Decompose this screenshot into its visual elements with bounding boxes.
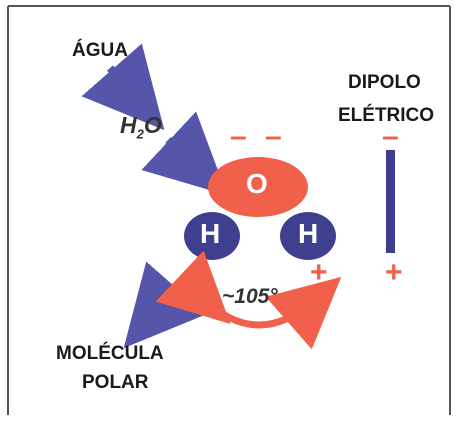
label-angle: ~105° [222, 285, 278, 308]
label-agua: ÁGUA [72, 40, 128, 61]
arrow-molecula [123, 261, 207, 349]
hydrogen-symbol-left: H [200, 218, 221, 249]
label-molecula-line1: MOLÉCULA [56, 343, 164, 364]
arrow-agua [81, 43, 165, 131]
charge-negative-1: – [230, 120, 247, 153]
label-dipolo-line1: DIPOLO [348, 72, 421, 93]
charge-negative-dipole: – [382, 120, 399, 153]
dipole-bar [386, 150, 395, 253]
label-molecula-line2: POLAR [82, 372, 149, 393]
h2o-h: H [120, 112, 137, 138]
label-h2o: H2O [120, 112, 162, 142]
hydrogen-atom-right [280, 212, 336, 260]
charge-positive-2: + [310, 256, 328, 289]
hydrogen-symbol-right: H [298, 218, 319, 249]
arrow-h2o [141, 111, 228, 196]
angle-arc [155, 250, 342, 350]
oxygen-symbol: O [246, 168, 268, 199]
charge-positive-1: + [192, 256, 210, 289]
h2o-o: O [143, 112, 162, 138]
charge-positive-dipole: + [385, 256, 403, 289]
hydrogen-atom-left [184, 212, 240, 260]
label-dipolo-line2: ELÉTRICO [338, 105, 435, 126]
h2o-sub: 2 [136, 126, 144, 142]
oxygen-atom [208, 157, 308, 217]
charge-negative-2: – [265, 120, 282, 153]
